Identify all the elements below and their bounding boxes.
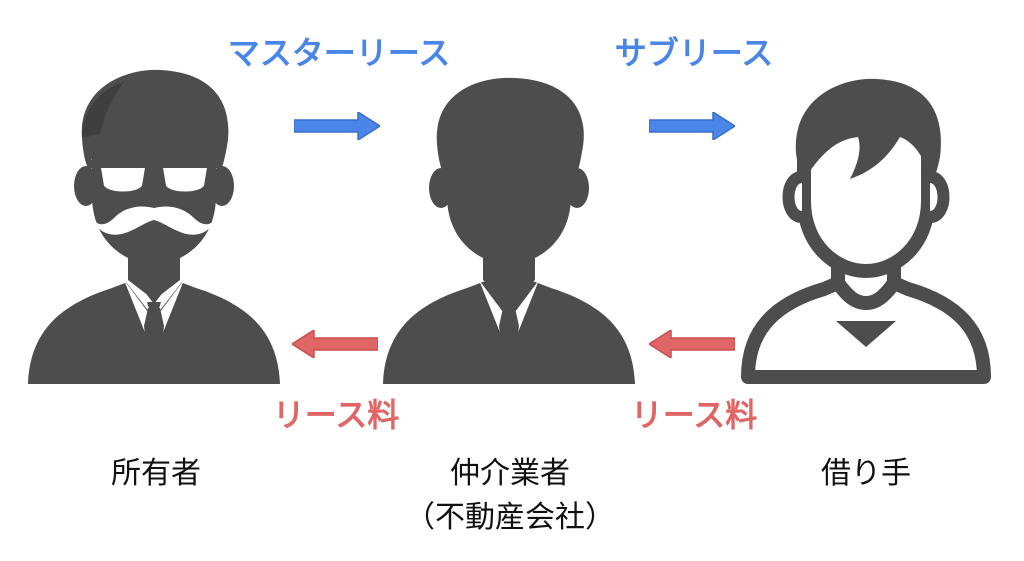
lease-fee-label-right: リース料	[630, 396, 758, 434]
businessman-icon	[383, 77, 635, 384]
master-lease-label: マスターリース	[227, 34, 451, 72]
broker-sublabel: （不動産会社）	[405, 500, 615, 535]
person-outline-icon	[741, 78, 991, 384]
owner-label: 所有者	[111, 456, 201, 491]
broker-label: 仲介業者	[450, 456, 570, 491]
tenant-label: 借り手	[821, 456, 911, 491]
arrow-right-icon	[649, 112, 735, 140]
arrow-left-icon	[649, 330, 735, 358]
lease-fee-label-left: リース料	[272, 396, 400, 434]
sublease-label: サブリース	[614, 34, 774, 72]
arrow-left-icon	[292, 330, 378, 358]
owner-icon	[28, 69, 280, 384]
arrow-right-icon	[294, 112, 380, 140]
